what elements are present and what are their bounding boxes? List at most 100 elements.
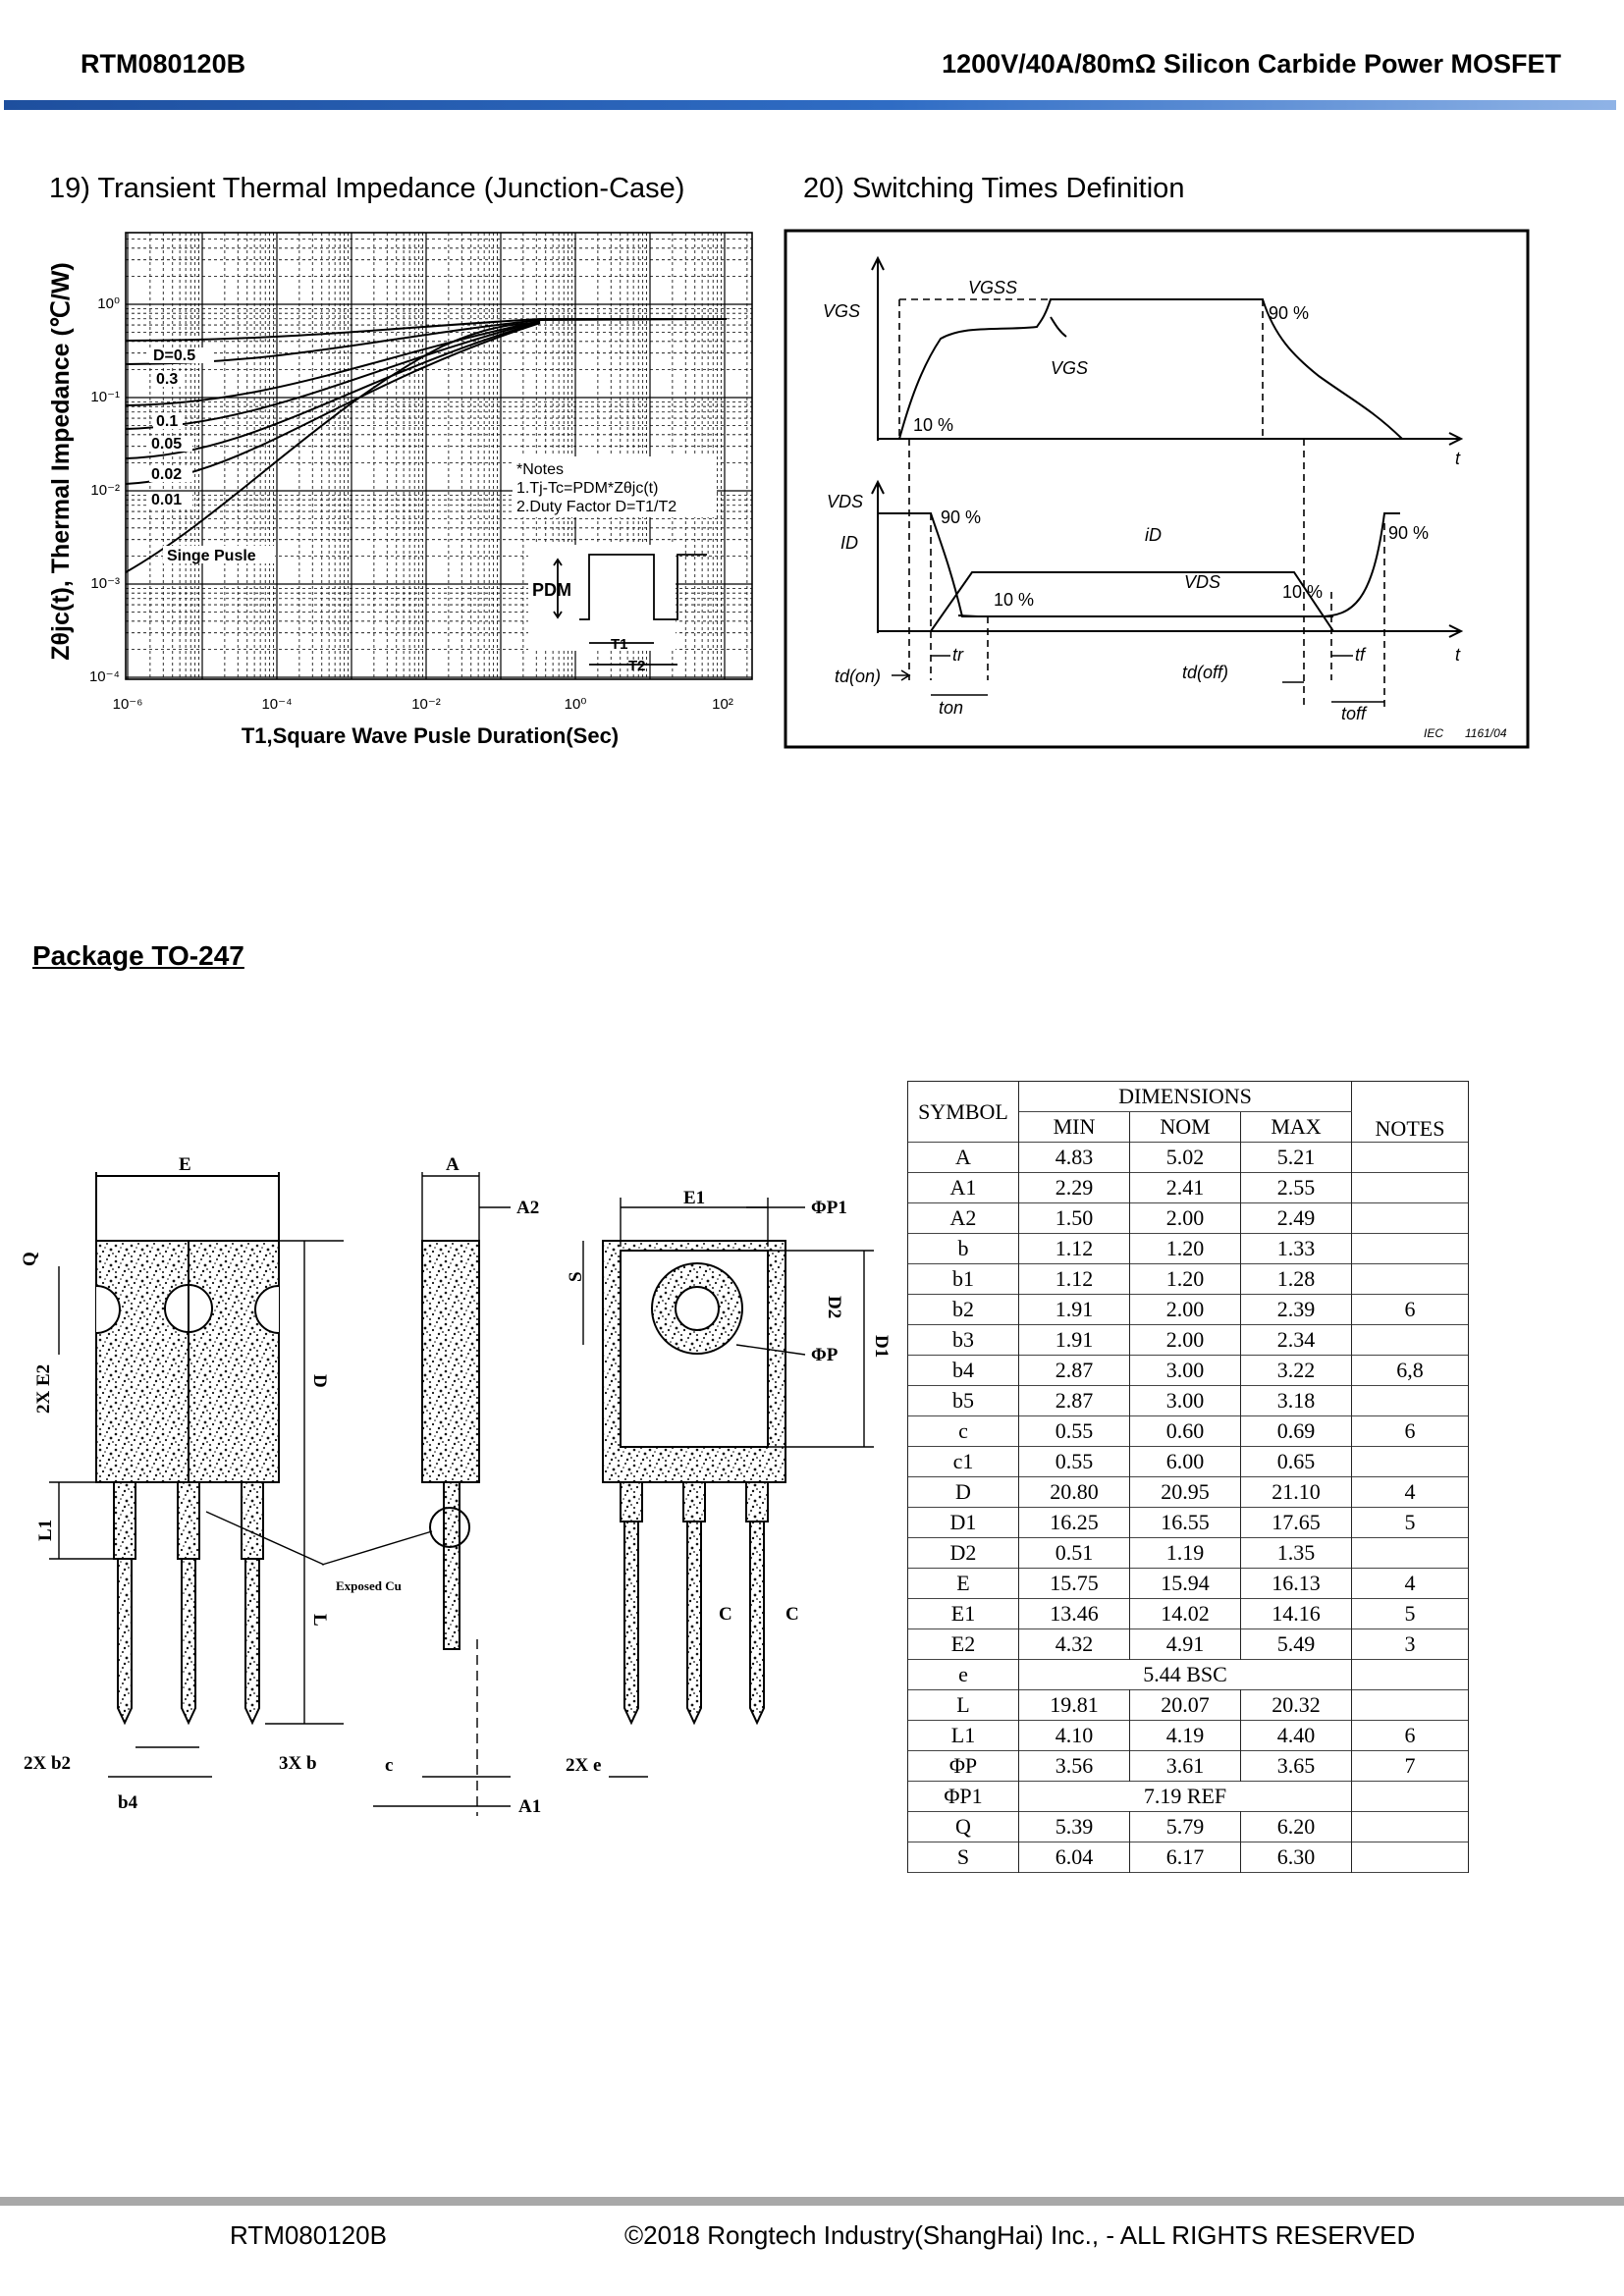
table-cell: 0.51: [1018, 1537, 1130, 1569]
table-cell: ΦP1: [907, 1781, 1019, 1812]
dim-label: b4: [118, 1792, 138, 1813]
table-cell: 3.65: [1240, 1750, 1352, 1782]
header-part-number: RTM080120B: [81, 49, 246, 79]
fig20-label: 10 %: [913, 415, 953, 435]
table-cell: 20.80: [1018, 1476, 1130, 1508]
table-cell: 5.49: [1240, 1629, 1352, 1660]
table-cell: [1351, 1659, 1469, 1690]
table-cell: b3: [907, 1324, 1019, 1356]
fig20-label: VGSS: [968, 278, 1017, 297]
fig20-label: 10 %: [994, 590, 1034, 610]
fig19-xtick: 10²: [712, 696, 733, 713]
fig19-curve-label: D=0.5: [153, 347, 195, 364]
fig20-iec-label: IEC: [1424, 726, 1443, 740]
dim-label: C: [785, 1604, 799, 1625]
fig19-xtick: 10⁻⁴: [261, 696, 292, 713]
table-cell: A2: [907, 1202, 1019, 1234]
table-header-notes: NOTES: [1351, 1081, 1469, 1143]
fig19-note: *Notes: [516, 461, 564, 478]
table-cell: [1351, 1142, 1469, 1173]
table-cell: 14.16: [1240, 1598, 1352, 1629]
table-cell: 14.02: [1129, 1598, 1241, 1629]
fig20-iec-number: 1161/04: [1465, 726, 1507, 740]
table-cell: 2.00: [1129, 1294, 1241, 1325]
table-cell: 16.25: [1018, 1507, 1130, 1538]
table-cell: 2.87: [1018, 1385, 1130, 1416]
table-cell: b5: [907, 1385, 1019, 1416]
fig19-pulse-diagram: [528, 545, 707, 666]
fig19-ytick: 10⁻¹: [90, 389, 120, 405]
fig20-label: t: [1455, 645, 1461, 665]
table-cell: 6,8: [1351, 1355, 1469, 1386]
table-cell: 13.46: [1018, 1598, 1130, 1629]
table-cell: 4.83: [1018, 1142, 1130, 1173]
table-cell: 2.34: [1240, 1324, 1352, 1356]
table-cell: 0.55: [1018, 1446, 1130, 1477]
table-cell: D2: [907, 1537, 1019, 1569]
fig20-label: td(on): [835, 667, 881, 686]
table-cell: 3.22: [1240, 1355, 1352, 1386]
table-cell: 2.39: [1240, 1294, 1352, 1325]
table-cell: 4.91: [1129, 1629, 1241, 1660]
table-cell: 4.10: [1018, 1720, 1130, 1751]
package-front-view: [49, 1172, 344, 1778]
fig19-thermal-impedance-chart: Zθjc(t), Thermal Impedance (℃/W) T1,Squa…: [47, 232, 753, 748]
table-header-max: MAX: [1240, 1111, 1352, 1143]
footer-copyright: ©2018 Rongtech Industry(ShangHai) Inc., …: [624, 2220, 1416, 2250]
dim-label: L1: [35, 1520, 56, 1541]
fig20-label: ton: [939, 698, 963, 718]
package-title: Package TO-247: [32, 940, 244, 971]
fig20-label: VDS: [827, 492, 863, 511]
dim-label: Exposed Cu: [336, 1578, 402, 1593]
fig20-label: 90 %: [1388, 523, 1429, 543]
table-cell: 4.32: [1018, 1629, 1130, 1660]
dim-label: D1: [871, 1335, 892, 1358]
table-cell: 5.79: [1129, 1811, 1241, 1842]
fig19-xtick: 10⁰: [565, 696, 587, 713]
fig19-curve-label: Singe Pusle: [167, 548, 256, 564]
dim-label: A: [446, 1154, 460, 1175]
dim-label: D2: [824, 1296, 844, 1318]
fig19-ytick: 10⁻³: [90, 575, 120, 592]
dim-label: A1: [518, 1796, 541, 1817]
table-cell: [1351, 1781, 1469, 1812]
fig19-curve: [125, 320, 541, 430]
dim-label: E1: [683, 1188, 705, 1208]
fig19-title: 19) Transient Thermal Impedance (Junctio…: [49, 173, 685, 204]
table-cell: E2: [907, 1629, 1019, 1660]
fig20-switching-times-diagram: VGS VGSS VGS 90 % 10 % t VDS ID 90 % iD …: [784, 229, 1530, 749]
table-cell: 2.41: [1129, 1172, 1241, 1203]
table-cell: D1: [907, 1507, 1019, 1538]
fig19-pdm-label: PDM: [532, 580, 571, 600]
fig20-label: toff: [1341, 704, 1368, 723]
fig20-title: 20) Switching Times Definition: [803, 173, 1185, 204]
table-cell: 6.00: [1129, 1446, 1241, 1477]
table-cell: 1.33: [1240, 1233, 1352, 1264]
table-cell: Q: [907, 1811, 1019, 1842]
table-cell: 4: [1351, 1568, 1469, 1599]
table-cell: 2.00: [1129, 1324, 1241, 1356]
table-cell: 0.55: [1018, 1415, 1130, 1447]
table-cell: b: [907, 1233, 1019, 1264]
fig20-label: tf: [1355, 645, 1367, 665]
fig19-curve-label: 0.3: [156, 371, 178, 388]
table-cell: 1.50: [1018, 1202, 1130, 1234]
fig20-label: VGS: [1051, 358, 1088, 378]
dim-label: ΦP1: [811, 1198, 847, 1218]
fig19-t1-label: T1: [611, 636, 628, 653]
table-cell: 1.35: [1240, 1537, 1352, 1569]
table-cell: 5.21: [1240, 1142, 1352, 1173]
table-cell: ΦP: [907, 1750, 1019, 1782]
table-cell: 2.29: [1018, 1172, 1130, 1203]
table-cell: 6.17: [1129, 1842, 1241, 1873]
fig20-label: iD: [1145, 525, 1162, 545]
